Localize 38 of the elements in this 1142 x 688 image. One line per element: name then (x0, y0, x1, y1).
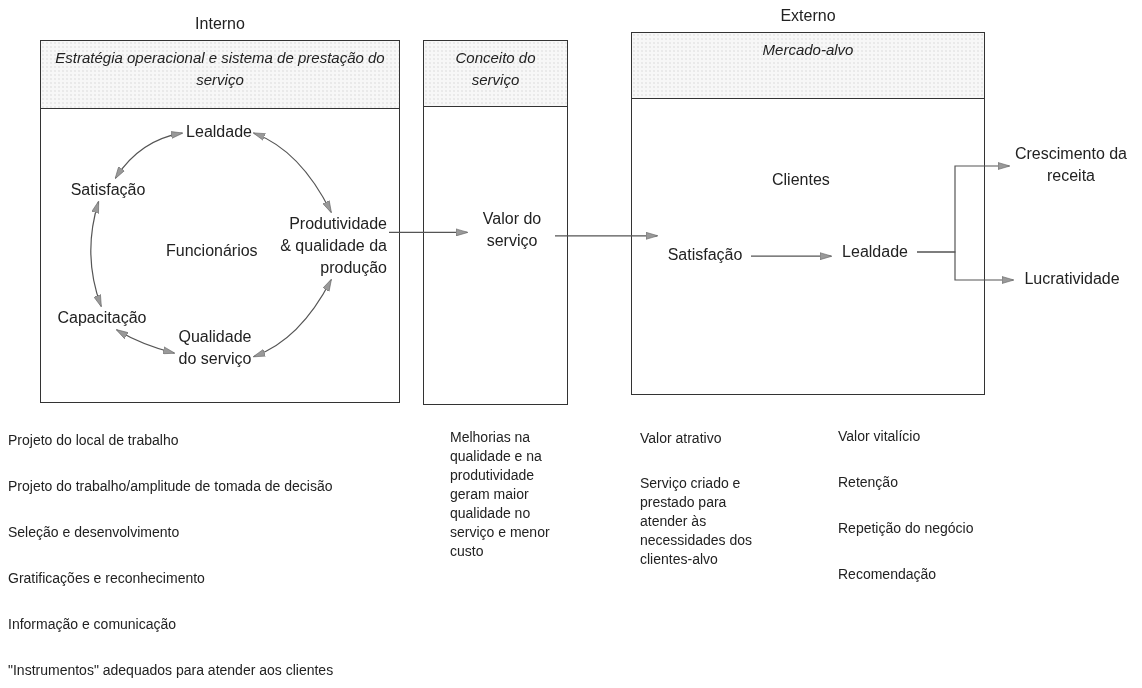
panel-title: Mercado-alvo (762, 40, 854, 60)
arrow (90, 200, 102, 308)
arrow (115, 329, 176, 354)
panel-title: Estratégia operacional e sistema de prestação do serviço (55, 48, 385, 90)
node-label: Valor do serviço (471, 208, 553, 252)
node-label: Satisfação (65, 179, 151, 201)
text-label: Clientes (772, 170, 831, 190)
node-label: Crescimento da receita (1012, 143, 1130, 187)
text-label: Recomendação (838, 565, 938, 584)
node-label: Capacitação (49, 307, 155, 329)
arrow (114, 131, 184, 180)
arrow (252, 278, 332, 358)
node-label: Produtividade & qualidade da produção (277, 213, 387, 279)
node-label: Lealdade (183, 121, 255, 143)
text-label: Valor vitalício (838, 427, 922, 446)
text-label: Valor atrativo (640, 429, 723, 448)
arrow (388, 228, 469, 237)
text-label: Melhorias na qualidade e na produtividade geram maior qualidade no serviço e menor custo (450, 428, 551, 561)
text-label: Seleção e desenvolvimento (8, 523, 181, 542)
text-label: "Instrumentos" adequados para atender aos clientes (8, 661, 335, 680)
text-label: Gratificações e reconhecimento (8, 569, 206, 588)
text-label: Funcionários (166, 241, 259, 261)
node-label: Qualidade do serviço (175, 326, 255, 370)
arrow (750, 252, 833, 260)
text-label: Retenção (838, 473, 899, 492)
panel-heading: Externo (779, 7, 837, 25)
panel-title: Conceito do serviço (454, 48, 537, 90)
arrow (252, 132, 332, 214)
text-label: Serviço criado e prestado para atender às necessidades dos clientes-alvo (640, 474, 754, 569)
node-label: Lucratividade (1016, 268, 1128, 290)
text-label: Informação e comunicação (8, 615, 178, 634)
text-label: Projeto do local de trabalho (8, 431, 180, 450)
text-label: Repetição do negócio (838, 519, 975, 538)
panel-box (423, 40, 568, 405)
node-label: Satisfação (661, 244, 749, 266)
text-label: Projeto do trabalho/amplitude de tomada de decisão (8, 477, 334, 496)
node-label: Lealdade (835, 241, 915, 263)
panel-heading: Interno (194, 15, 246, 33)
